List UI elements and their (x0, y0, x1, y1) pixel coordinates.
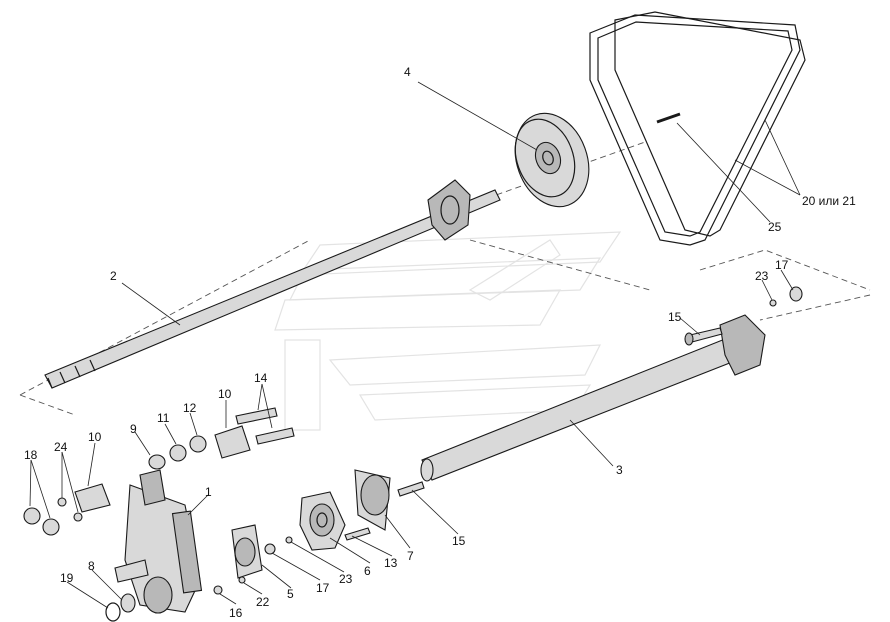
leader-lines (29, 81, 801, 609)
bushing-12 (189, 435, 207, 453)
nut-16 (213, 585, 223, 595)
callout-25: 25 (768, 220, 782, 234)
bushing-9 (148, 454, 166, 470)
callout-11: 11 (157, 411, 170, 425)
callout-15-bottom: 15 (452, 534, 466, 548)
callout-1: 1 (205, 485, 212, 499)
callout-17-bottom: 17 (316, 581, 330, 595)
callout-10-right: 10 (218, 387, 232, 401)
callout-14: 14 (254, 371, 268, 385)
assembly-outline (19, 239, 871, 416)
bolt-15-bottom (397, 481, 425, 497)
callout-2: 2 (110, 269, 117, 283)
callout-6: 6 (364, 564, 371, 578)
callout-23-top: 23 (755, 269, 769, 283)
bearing-housing-5 (231, 524, 263, 579)
ring-8 (120, 593, 136, 613)
bolt-14-a (235, 407, 278, 425)
washer-24-b (73, 512, 83, 522)
nut-18-a (23, 507, 41, 525)
callout-8: 8 (88, 559, 95, 573)
washer-22 (238, 576, 246, 584)
nut-17-top (789, 286, 803, 302)
plate-10-left (74, 483, 111, 513)
bearing-housing-6 (299, 491, 346, 551)
callout-22: 22 (256, 595, 270, 609)
callout-12: 12 (183, 401, 197, 415)
callout-23-bottom: 23 (339, 572, 353, 586)
callout-10-left: 10 (88, 430, 102, 444)
callout-4: 4 (404, 65, 411, 79)
bolt-13 (344, 527, 371, 541)
callout-3: 3 (616, 463, 623, 477)
nut-18-b (42, 518, 60, 536)
plate-10-right (214, 425, 251, 459)
callout-19: 19 (60, 571, 74, 585)
callout-9: 9 (130, 422, 137, 436)
nut-17-bottom (264, 543, 276, 555)
bushing-11 (169, 444, 187, 462)
bolt-14-b (255, 427, 295, 445)
pulley-4 (514, 112, 590, 208)
callout-15-top: 15 (668, 310, 682, 324)
drive-shaft-2 (44, 179, 501, 389)
callout-24: 24 (54, 440, 68, 454)
pin-25 (656, 112, 681, 124)
washer-24-a (57, 497, 67, 507)
callout-5: 5 (287, 587, 294, 601)
washer-23-top (769, 299, 777, 307)
callout-17-top: 17 (775, 258, 789, 272)
callout-16: 16 (229, 606, 243, 620)
flange-7 (354, 469, 391, 531)
v-belts (589, 11, 806, 246)
shaft-axis-line (439, 141, 646, 216)
callout-13: 13 (384, 556, 398, 570)
callout-20-21: 20 или 21 (802, 194, 856, 208)
callout-labels: 4 2 3 25 20 или 21 1 9 11 12 10 10 14 18… (24, 65, 856, 620)
circlip-19 (105, 602, 121, 622)
gearbox-1 (114, 469, 203, 614)
bolt-15-top (684, 327, 723, 346)
washer-23-bottom (285, 536, 293, 544)
shaft-3 (420, 314, 766, 482)
callout-7: 7 (407, 549, 414, 563)
callout-18: 18 (24, 448, 38, 462)
